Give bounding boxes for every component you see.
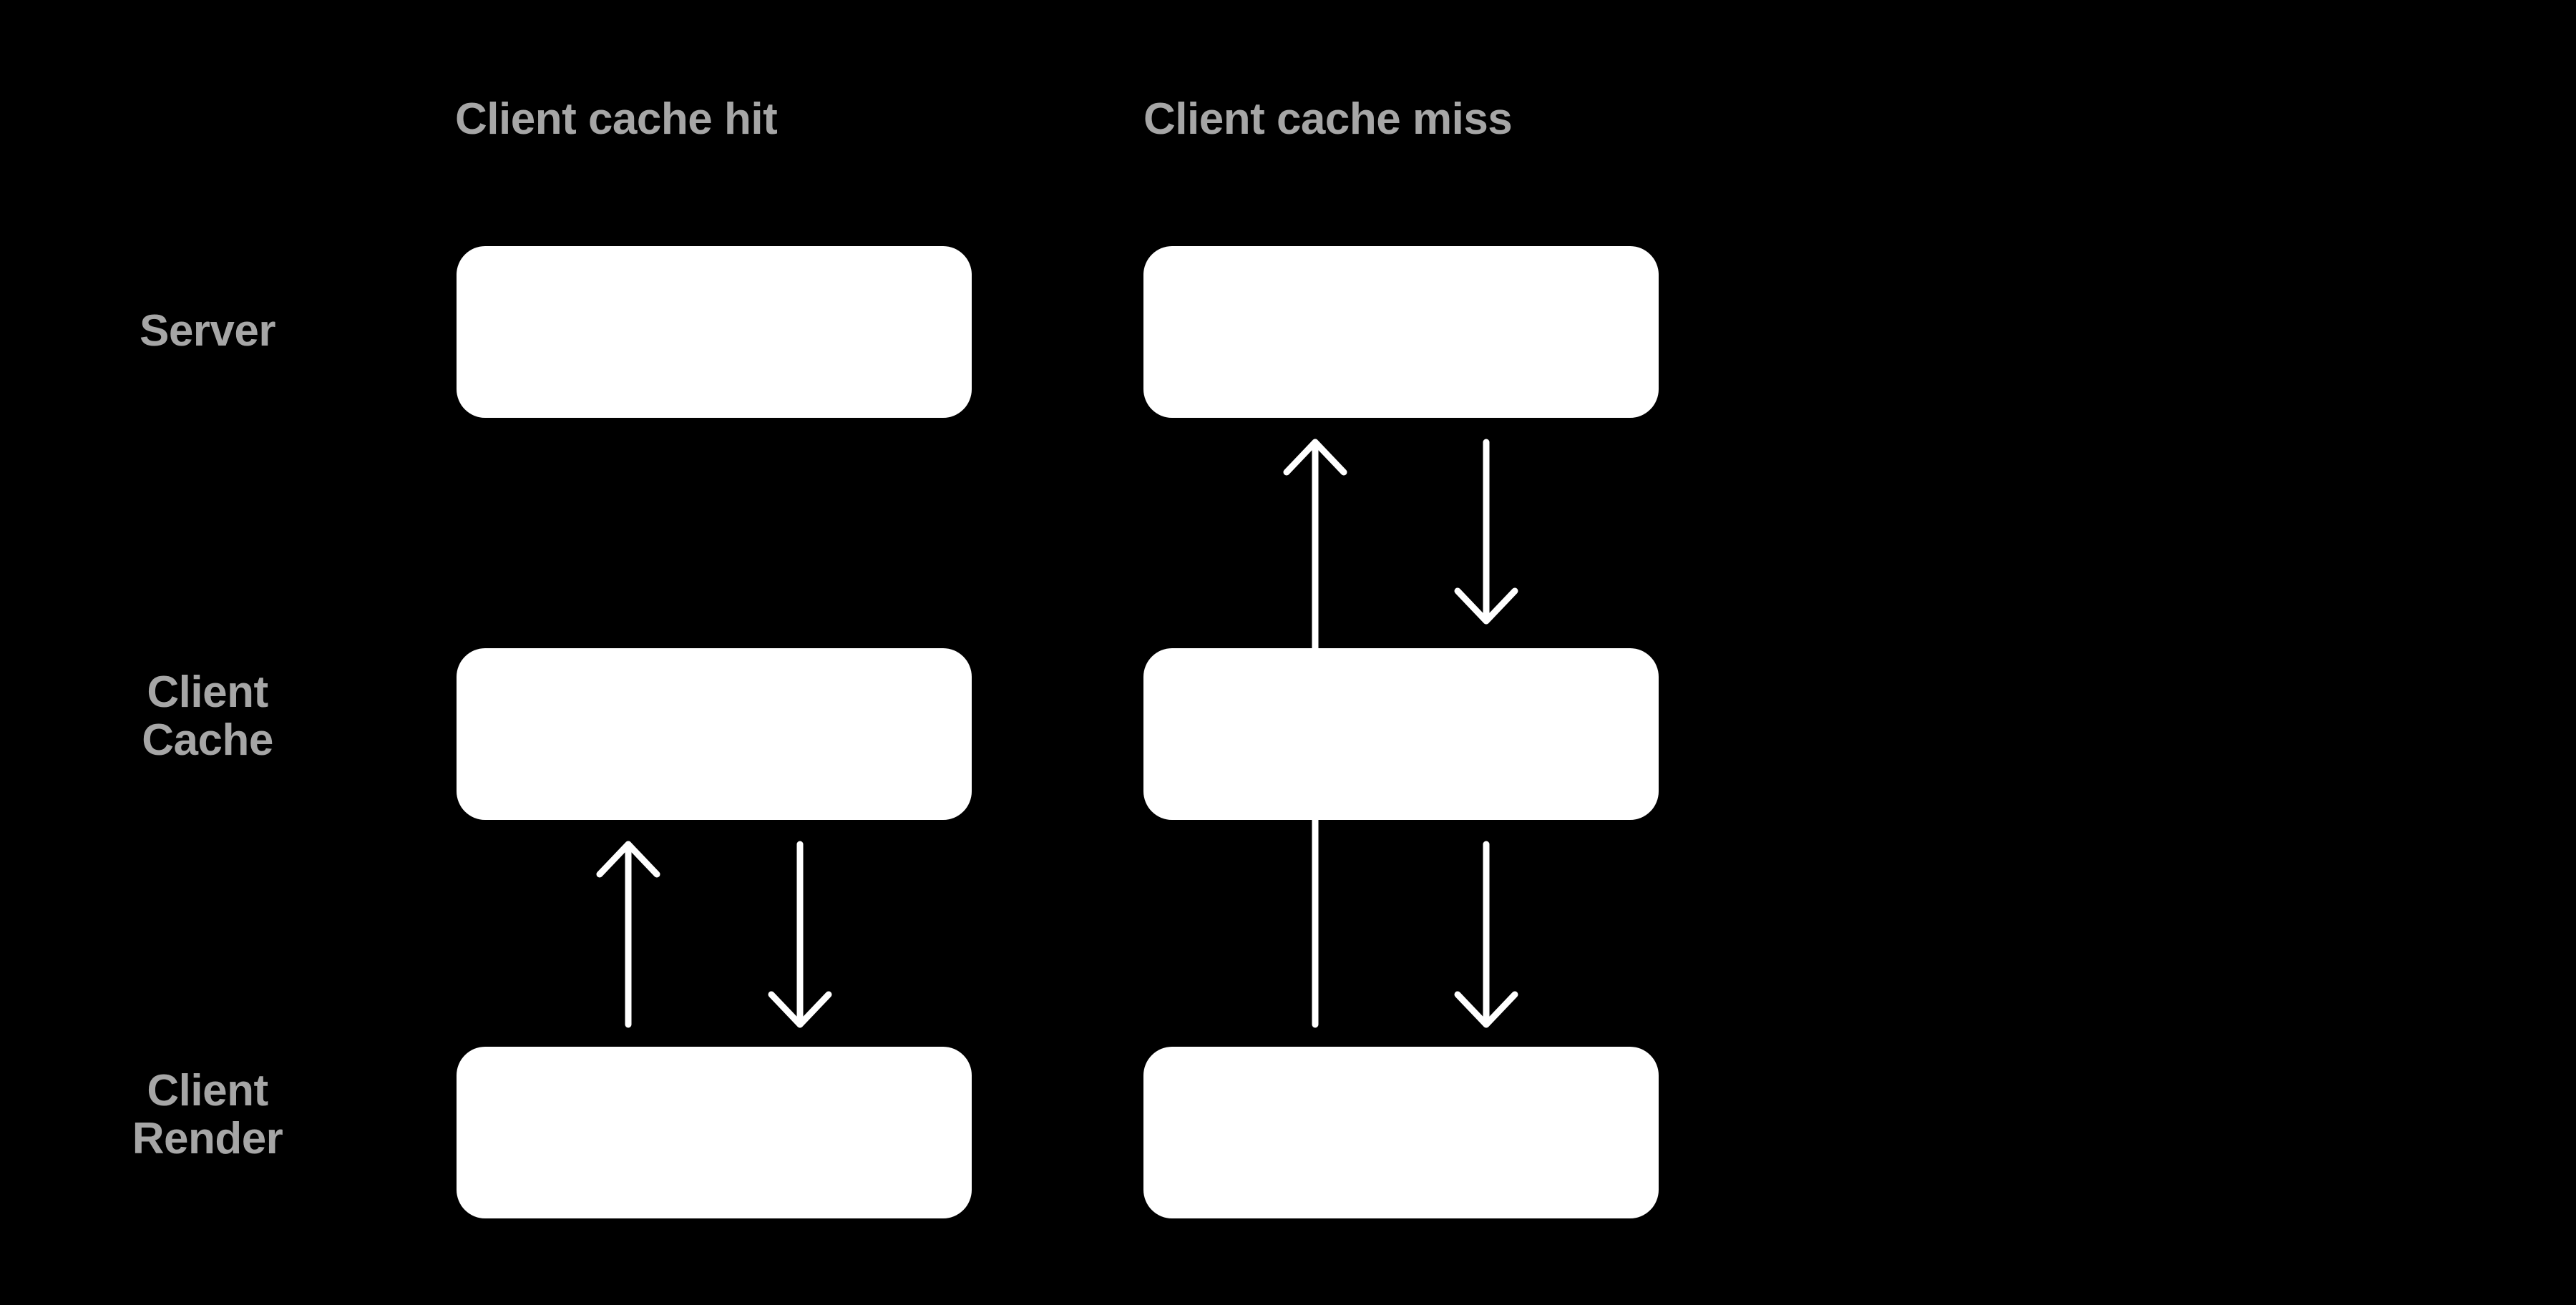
row-label-client-render: Client Render — [43, 1067, 372, 1163]
arrow-hit-render-to-cache — [596, 841, 660, 1028]
node-miss-client-cache[interactable] — [1143, 648, 1659, 820]
node-miss-server[interactable] — [1143, 246, 1659, 418]
arrow-miss-server-to-cache — [1454, 439, 1518, 625]
node-hit-client-render[interactable] — [457, 1047, 972, 1218]
node-miss-client-render[interactable] — [1143, 1047, 1659, 1218]
row-label-client-render-line-1: Client — [147, 1066, 268, 1115]
column-header-client-cache-hit: Client cache hit — [455, 94, 778, 144]
row-label-client-cache-line-1: Client — [147, 668, 268, 717]
node-hit-server[interactable] — [457, 246, 972, 418]
row-label-server-line-1: Server — [139, 306, 276, 356]
row-label-client-cache-line-2: Cache — [142, 715, 273, 765]
arrow-miss-cache-to-render — [1454, 841, 1518, 1028]
column-header-client-cache-miss: Client cache miss — [1143, 94, 1513, 144]
row-label-client-render-line-2: Render — [132, 1113, 283, 1163]
arrow-hit-cache-to-render — [768, 841, 832, 1028]
node-hit-client-cache[interactable] — [457, 648, 972, 820]
row-label-client-cache: Client Cache — [43, 668, 372, 765]
row-label-server: Server — [43, 306, 372, 356]
